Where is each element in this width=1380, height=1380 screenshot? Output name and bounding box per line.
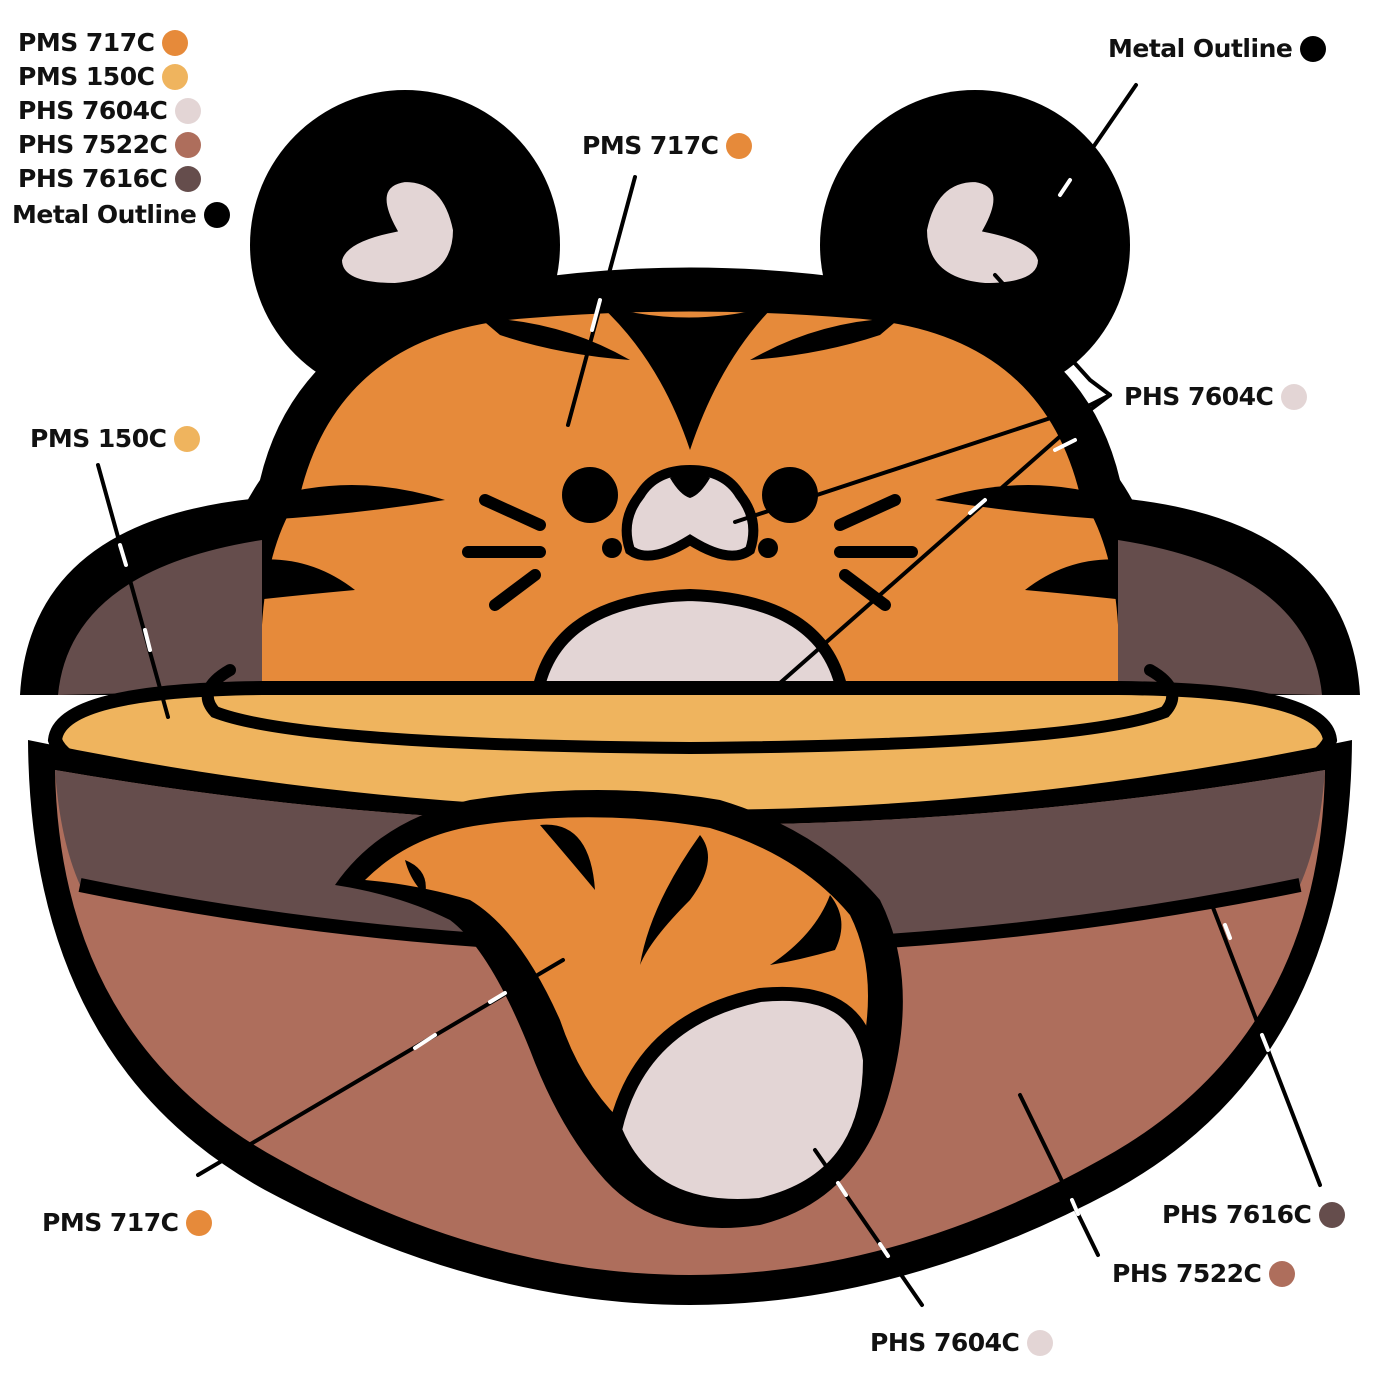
legend-swatch	[175, 165, 202, 192]
forehead-stripe-left	[480, 318, 630, 360]
callout-phs7604-bottom: PHS 7604C	[870, 1328, 1054, 1357]
legend-item: PMS 150C	[18, 62, 189, 91]
legend-label: PHS 7616C	[18, 164, 168, 193]
callout-label: PMS 717C	[582, 131, 719, 160]
side-stripe-right-1	[935, 485, 1118, 520]
legend-label: Metal Outline	[12, 200, 197, 229]
callout-swatch	[174, 425, 201, 452]
callout-pms717-bottom: PMS 717C	[42, 1208, 213, 1237]
callout-phs7604-right: PHS 7604C	[1124, 382, 1308, 411]
side-stripe-left-2	[255, 559, 355, 600]
legend-swatch	[162, 63, 189, 90]
callout-swatch	[1281, 383, 1308, 410]
left-inner-ear-icon	[337, 177, 458, 288]
callout-phs7616-right: PHS 7616C	[1162, 1200, 1346, 1229]
callout-metal-outline: Metal Outline	[1108, 34, 1327, 63]
whiskers	[462, 494, 918, 611]
callout-label: PHS 7522C	[1112, 1259, 1262, 1288]
legend-swatch	[204, 201, 231, 228]
callout-lines	[96, 83, 1322, 1307]
legend-item: PHS 7604C	[18, 96, 202, 125]
legend-item: Metal Outline	[12, 200, 231, 229]
legend-item: PMS 717C	[18, 28, 189, 57]
callout-swatch	[186, 1209, 213, 1236]
tiger-tail	[335, 790, 903, 1228]
nose-icon	[670, 471, 710, 498]
callout-label: PHS 7604C	[1124, 382, 1274, 411]
callout-swatch	[1300, 35, 1327, 62]
legend-swatch	[175, 131, 202, 158]
callout-label: PHS 7604C	[870, 1328, 1020, 1357]
right-inner-ear-icon	[922, 177, 1043, 288]
side-stripe-right-2	[1025, 559, 1125, 600]
callout-swatch	[1269, 1260, 1296, 1287]
callout-label: PMS 150C	[30, 424, 167, 453]
forehead-stripe-center	[600, 305, 775, 450]
muzzle	[621, 464, 759, 561]
callout-swatch	[1319, 1201, 1346, 1228]
legend-label: PMS 717C	[18, 28, 155, 57]
callout-pms150-left: PMS 150C	[30, 424, 201, 453]
forehead-stripe-right	[750, 318, 900, 360]
right-eye	[762, 467, 818, 523]
legend-label: PMS 150C	[18, 62, 155, 91]
callout-phs7522-right: PHS 7522C	[1112, 1259, 1296, 1288]
left-eye	[562, 467, 618, 523]
callout-swatch	[1027, 1329, 1054, 1356]
legend-swatch	[175, 97, 202, 124]
callout-label: PMS 717C	[42, 1208, 179, 1237]
callout-label: PHS 7616C	[1162, 1200, 1312, 1229]
side-stripe-left-1	[262, 485, 445, 520]
legend-item: PHS 7616C	[18, 164, 202, 193]
callout-pms717-top: PMS 717C	[582, 131, 753, 160]
legend-label: PHS 7522C	[18, 130, 168, 159]
tail-tip	[607, 986, 878, 1213]
legend-item: PHS 7522C	[18, 130, 202, 159]
callout-swatch	[726, 132, 753, 159]
soup-ripple	[201, 664, 1179, 755]
legend-swatch	[162, 29, 189, 56]
callout-label: Metal Outline	[1108, 34, 1293, 63]
tiger-head	[209, 90, 1171, 721]
legend-label: PHS 7604C	[18, 96, 168, 125]
